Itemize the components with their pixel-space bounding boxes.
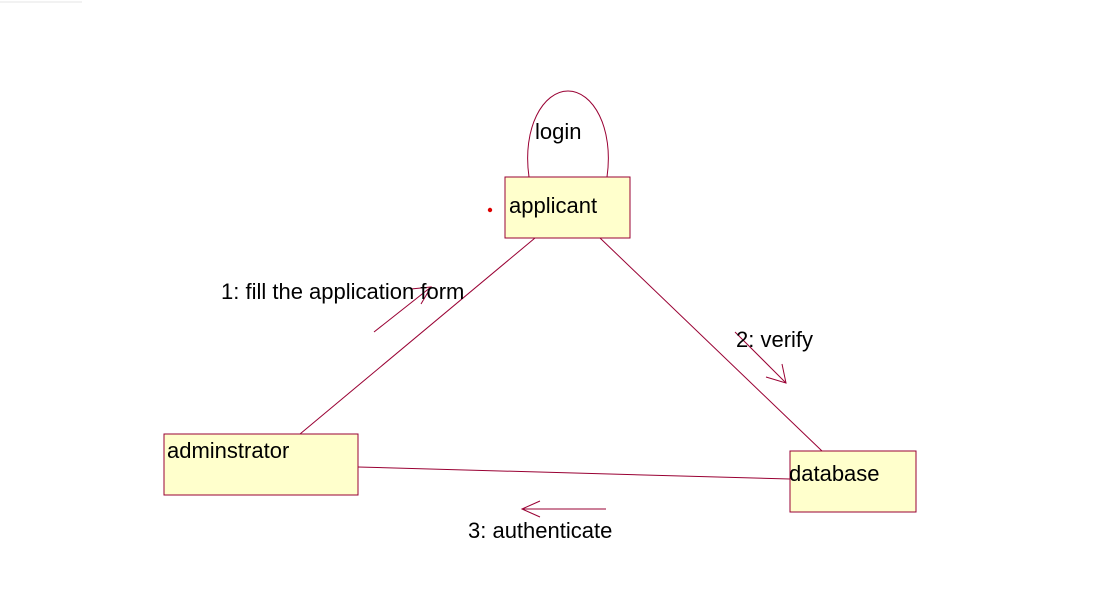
object-administrator-label: adminstrator [167,438,289,463]
object-database-label: database [789,461,880,486]
message-arrow-3 [520,500,606,518]
object-database[interactable]: database [789,450,917,513]
object-applicant-box [504,176,631,239]
object-administrator-box [163,433,359,496]
message-3-label: 3: authenticate [468,518,612,543]
selection-marker [487,207,493,213]
self-link-login [527,90,609,178]
object-applicant[interactable]: applicant [504,176,631,239]
link-applicant-database [599,237,823,452]
object-administrator[interactable]: adminstrator [163,433,359,496]
link-administrator-database [357,466,791,480]
self-message-label: login [535,119,581,144]
object-applicant-label: applicant [509,193,597,218]
message-2-label: 2: verify [736,327,813,352]
message-1-label: 1: fill the application form [221,279,464,304]
message-arrow-2 [734,331,787,384]
link-applicant-administrator [299,237,536,435]
object-database-box [789,450,917,513]
message-arrow-1 [373,286,432,333]
